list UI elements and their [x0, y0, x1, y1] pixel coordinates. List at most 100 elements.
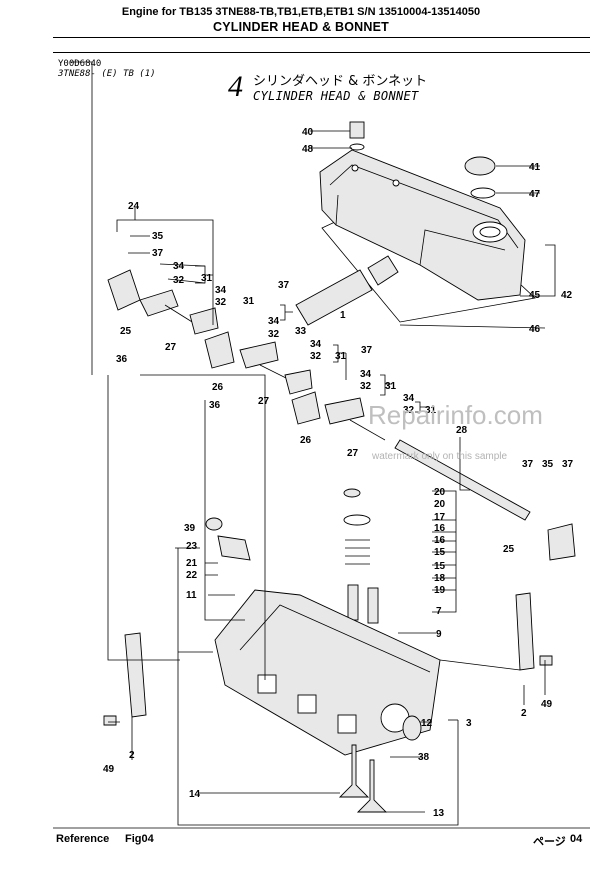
callout-40: 40: [302, 127, 314, 138]
cover-23: [217, 535, 251, 561]
seal-12: [402, 715, 422, 741]
callout-37e: 37: [562, 459, 574, 470]
callout-32f: 32: [403, 405, 415, 416]
callout-37d: 37: [522, 459, 534, 470]
hanger-2-right: [515, 592, 535, 671]
callout-15: 15: [434, 547, 446, 558]
callout-34f: 34: [403, 393, 415, 404]
callout-46: 46: [529, 324, 541, 335]
footer-page-label: ページ: [533, 836, 566, 848]
callout-2: 2: [521, 708, 527, 719]
callout-7: 7: [436, 606, 442, 617]
section-number: 4: [228, 70, 243, 103]
callout-20b: 20: [434, 499, 446, 510]
oring-47: [470, 187, 496, 199]
valve-13: [356, 759, 388, 813]
callout-28: 28: [456, 425, 468, 436]
header-rule: [53, 37, 590, 38]
drawing-code: Y00D6840: [58, 59, 102, 69]
footer-page-number: 04: [570, 833, 583, 845]
model-code: 3TNE88- (E) TB (1): [58, 69, 156, 79]
callout-49: 49: [541, 699, 553, 710]
callout-34e: 34: [360, 369, 372, 380]
callout-20: 20: [434, 487, 446, 498]
footer-reference-label: Reference: [56, 833, 110, 845]
callout-38: 38: [418, 752, 430, 763]
callout-12: 12: [421, 718, 433, 729]
callout-13: 13: [433, 808, 445, 819]
callout-45: 45: [529, 290, 541, 301]
callout-31e: 31: [425, 405, 437, 416]
page-header-title: Engine for TB135 3TNE88-TB,TB1,ETB,ETB1 …: [121, 6, 481, 18]
watermark-text: Repairinfo.com: [368, 400, 543, 430]
callout-34: 34: [173, 261, 185, 272]
callout-15b: 15: [434, 561, 446, 572]
callout-31c: 31: [335, 351, 347, 362]
rocker-assembly-2: [204, 331, 313, 395]
callout-3: 3: [466, 718, 472, 729]
callout-23: 23: [186, 541, 198, 552]
callout-16: 16: [434, 523, 446, 534]
callout-9: 9: [436, 629, 442, 640]
section-title-jp: シリンダヘッド & ボンネット: [253, 74, 428, 89]
callout-17: 17: [434, 512, 446, 523]
callout-35: 35: [152, 231, 164, 242]
cylinder-head: [214, 589, 441, 756]
callout-32d: 32: [310, 351, 322, 362]
callout-25: 25: [120, 326, 132, 337]
oring-48: [349, 143, 365, 151]
callout-36b: 36: [209, 400, 221, 411]
callout-26b: 26: [300, 435, 312, 446]
callout-37: 37: [152, 248, 164, 259]
valve-14: [338, 744, 370, 798]
callout-32c: 32: [268, 329, 280, 340]
callout-32b: 32: [215, 297, 227, 308]
callout-27: 27: [165, 342, 177, 353]
callout-31: 31: [201, 273, 213, 284]
callout-27b: 27: [258, 396, 270, 407]
support-25-right: [547, 523, 576, 561]
rocker-assembly-1: [107, 269, 219, 335]
callout-34d: 34: [310, 339, 322, 350]
hanger-2-left: [124, 632, 147, 718]
bonnet-cover: [319, 149, 526, 301]
callout-31d: 31: [385, 381, 397, 392]
callout-2b: 2: [129, 750, 135, 761]
callout-1: 1: [340, 310, 346, 321]
callout-48: 48: [302, 144, 314, 155]
callout-34b: 34: [215, 285, 227, 296]
valve-springs: [345, 539, 370, 565]
nut-39: [205, 517, 223, 531]
callout-16b: 16: [434, 535, 446, 546]
watermark-subtext: watermark only on this sample: [372, 451, 508, 462]
callout-31b: 31: [243, 296, 255, 307]
callout-32: 32: [173, 275, 185, 286]
callout-35b: 35: [542, 459, 554, 470]
callout-37b: 37: [278, 280, 290, 291]
callout-49b: 49: [103, 764, 115, 775]
callout-37c: 37: [361, 345, 373, 356]
callout-22: 22: [186, 570, 198, 581]
pipe-1: [295, 269, 373, 326]
callout-42: 42: [561, 290, 573, 301]
callout-11: 11: [186, 590, 197, 601]
callout-24: 24: [128, 201, 140, 212]
callout-47: 47: [529, 189, 541, 200]
cap-41: [464, 156, 496, 176]
callout-25b: 25: [503, 544, 515, 555]
callout-18: 18: [434, 573, 446, 584]
header-rule-2: [53, 52, 590, 53]
callout-36: 36: [116, 354, 128, 365]
callout-39: 39: [184, 523, 196, 534]
callout-19: 19: [434, 585, 446, 596]
page-header-subtitle: CYLINDER HEAD & BONNET: [213, 20, 389, 34]
callout-14: 14: [189, 789, 201, 800]
callout-27c: 27: [347, 448, 359, 459]
rocker-shaft-28: [394, 439, 531, 521]
callout-41: 41: [529, 162, 541, 173]
callout-32e: 32: [360, 381, 372, 392]
rocker-assembly-3: [291, 391, 386, 441]
callout-33: 33: [295, 326, 307, 337]
callout-34c: 34: [268, 316, 280, 327]
